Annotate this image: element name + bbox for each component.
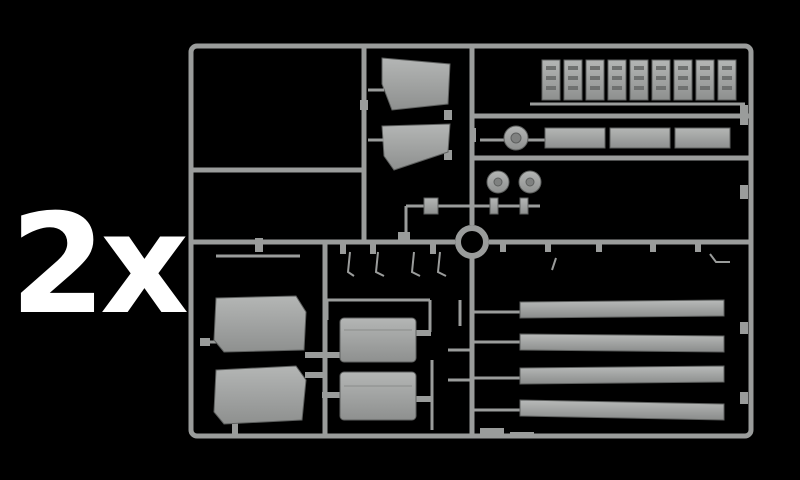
wing-parts [368,57,451,171]
blade-parts [519,299,725,421]
panel-parts [213,295,307,425]
sprue-center-ring [455,225,489,259]
strip-parts [544,127,731,149]
quantity-label: 2x [10,184,189,345]
strut-parts [346,251,730,277]
sprue-runners [210,102,745,430]
box-parts [339,317,417,421]
sprue-frame [188,43,754,439]
grille-slots [546,66,732,90]
wheel-parts [423,125,542,215]
